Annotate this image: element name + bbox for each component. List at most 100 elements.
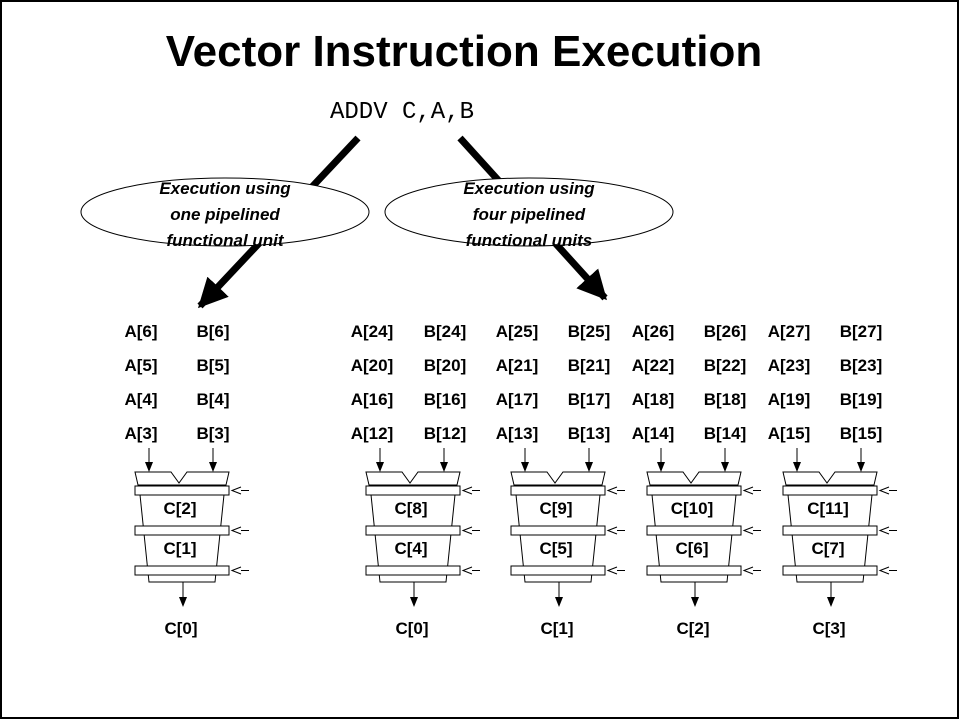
input-arrowhead xyxy=(440,462,448,472)
pipeline-latch xyxy=(134,485,230,496)
operand-a-label: A[19] xyxy=(768,390,811,409)
adder-input-stage xyxy=(510,471,606,486)
functional-units: C[2]C[1]C[0]C[8]C[4]C[0]C[9]C[5]C[1]C[10… xyxy=(134,448,897,638)
operand-b-label: B[21] xyxy=(568,356,611,375)
parallel-functional-unit: C[11]C[7]C[3] xyxy=(782,448,897,638)
clock-input-icon xyxy=(742,526,754,535)
ellipse-text-line: one pipelined xyxy=(170,205,280,224)
pipeline-latch xyxy=(134,565,230,576)
ellipse-text-line: four pipelined xyxy=(473,205,586,224)
output-arrowhead xyxy=(555,597,563,607)
output-arrowhead xyxy=(691,597,699,607)
clock-input-icon xyxy=(606,486,618,495)
pipeline-stage-label: C[10] xyxy=(671,499,714,518)
pipeline-stage-label: C[5] xyxy=(539,539,572,558)
clock-input-icon xyxy=(461,526,473,535)
clock-input-icon xyxy=(878,526,890,535)
clock-input-icon xyxy=(878,486,890,495)
operand-b-label: B[6] xyxy=(196,322,229,341)
output-label: C[1] xyxy=(540,619,573,638)
pipeline-latch xyxy=(365,565,461,576)
operand-a-label: A[18] xyxy=(632,390,675,409)
adder-input-stage xyxy=(646,471,742,486)
pipeline-stage-label: C[11] xyxy=(807,499,849,518)
parallel-functional-unit: C[8] C[4] C[0] xyxy=(365,448,480,638)
clock-input-icon xyxy=(230,566,242,575)
clock-input-icon xyxy=(461,486,473,495)
input-arrowhead xyxy=(721,462,729,472)
pipeline-stage-label: C[9] xyxy=(539,499,572,518)
ellipse-text-line: functional units xyxy=(466,231,593,250)
adder-input-stage xyxy=(365,471,461,486)
operand-a-label: A[22] xyxy=(632,356,675,375)
operand-a-label: A[26] xyxy=(632,322,675,341)
pipeline-stage-label: C[8] xyxy=(394,499,427,518)
operand-a-label: A[12] xyxy=(351,424,394,443)
output-label: C[0] xyxy=(395,619,428,638)
slide-title: Vector Instruction Execution xyxy=(166,27,763,76)
input-arrowhead xyxy=(657,462,665,472)
input-arrowhead xyxy=(376,462,384,472)
operand-a-label: A[21] xyxy=(496,356,539,375)
clock-input-icon xyxy=(742,566,754,575)
clock-input-icon xyxy=(230,526,242,535)
operand-a-label: A[13] xyxy=(496,424,539,443)
pipeline-latch xyxy=(646,485,742,496)
operand-b-label: B[26] xyxy=(704,322,747,341)
output-arrowhead xyxy=(410,597,418,607)
operand-a-label: A[20] xyxy=(351,356,394,375)
pipeline-latch xyxy=(646,525,742,536)
four-unit-operands: A[24]B[24]A[25]B[25]A[26]B[26]A[27]B[27]… xyxy=(351,322,883,443)
operand-b-label: B[27] xyxy=(840,322,883,341)
input-arrowhead xyxy=(857,462,865,472)
pipeline-latch xyxy=(510,525,606,536)
pipeline-latch xyxy=(510,485,606,496)
pipeline-stage-label: C[4] xyxy=(394,539,427,558)
ellipse-outline xyxy=(384,177,674,247)
pipeline-stage-label: C[6] xyxy=(675,539,708,558)
operand-a-label: A[23] xyxy=(768,356,811,375)
pipeline-latch xyxy=(365,485,461,496)
operand-b-label: B[19] xyxy=(840,390,883,409)
pipeline-latch xyxy=(646,565,742,576)
operand-a-label: A[15] xyxy=(768,424,811,443)
clock-input-icon xyxy=(606,526,618,535)
operand-a-label: A[25] xyxy=(496,322,539,341)
single-unit-operands: A[6]B[6]A[5]B[5]A[4]B[4]A[3]B[3] xyxy=(124,322,229,443)
clock-input-icon xyxy=(878,566,890,575)
input-arrowhead xyxy=(793,462,801,472)
operand-b-label: B[13] xyxy=(568,424,611,443)
output-arrowhead xyxy=(179,597,187,607)
operand-a-label: A[14] xyxy=(632,424,675,443)
pipeline-latch xyxy=(134,525,230,536)
ellipse-outline xyxy=(80,177,370,247)
operand-b-label: B[18] xyxy=(704,390,747,409)
input-arrowhead xyxy=(145,462,153,472)
operand-b-label: B[3] xyxy=(196,424,229,443)
operand-b-label: B[12] xyxy=(424,424,467,443)
clock-input-icon xyxy=(461,566,473,575)
operand-b-label: B[4] xyxy=(196,390,229,409)
clock-input-icon xyxy=(606,566,618,575)
clock-input-icon xyxy=(230,486,242,495)
operand-b-label: B[24] xyxy=(424,322,467,341)
operand-a-label: A[4] xyxy=(124,390,157,409)
operand-b-label: B[15] xyxy=(840,424,883,443)
pipeline-latch xyxy=(365,525,461,536)
output-label: C[0] xyxy=(164,619,197,638)
pipeline-stage-label: C[7] xyxy=(811,539,844,558)
parallel-functional-unit: C[10]C[6]C[2] xyxy=(646,448,761,638)
adder-input-stage xyxy=(134,471,230,486)
operand-a-label: A[6] xyxy=(124,322,157,341)
operand-a-label: A[3] xyxy=(124,424,157,443)
input-arrowhead xyxy=(521,462,529,472)
pipeline-latch xyxy=(782,565,878,576)
input-arrowhead xyxy=(209,462,217,472)
clock-input-icon xyxy=(742,486,754,495)
ellipse-text-line: functional unit xyxy=(166,231,284,250)
